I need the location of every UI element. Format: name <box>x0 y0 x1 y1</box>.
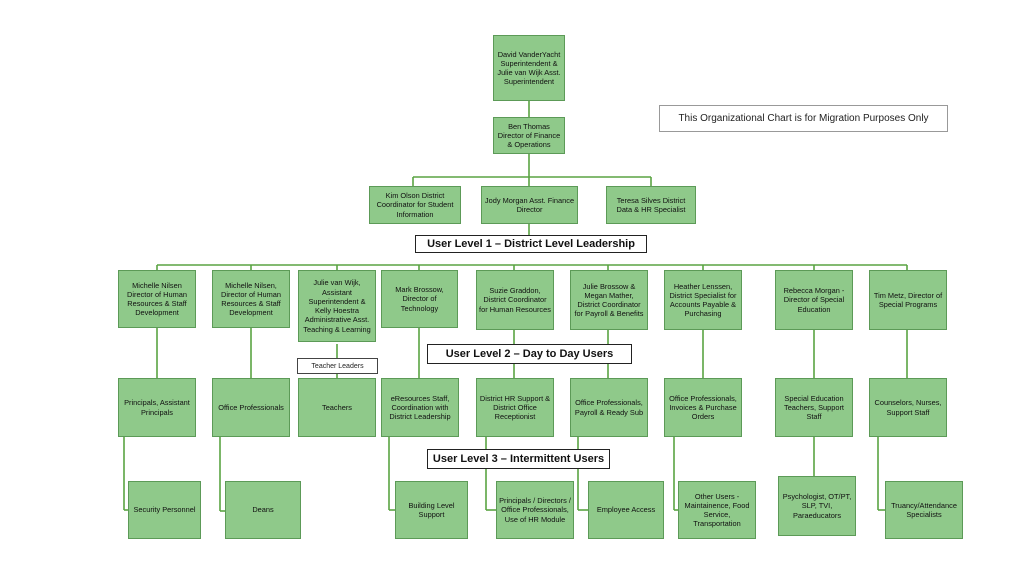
level3-label: User Level 3 – Intermittent Users <box>427 449 610 469</box>
box-michelle-nilsen-1: Michelle Nilsen Director of Human Resour… <box>118 270 196 328</box>
box-special-education-teachers: Special Education Teachers, Support Staf… <box>775 378 853 437</box>
box-hr-support: District HR Support & District Office Re… <box>476 378 554 437</box>
box-teachers: Teachers <box>298 378 376 437</box>
box-tim-metz: Tim Metz, Director of Special Programs <box>869 270 947 330</box>
box-psychologist: Psychologist, OT/PT, SLP, TVI, Paraeduca… <box>778 476 856 536</box>
box-principals-hr-module: Principals / Directors / Office Professi… <box>496 481 574 539</box>
teacher-leaders-label: Teacher Leaders <box>297 358 378 374</box>
box-counselors: Counselors, Nurses, Support Staff <box>869 378 947 437</box>
box-superintendent: David VanderYacht Superintendent & Julie… <box>493 35 565 101</box>
box-principals: Principals, Assistant Principals <box>118 378 196 437</box>
level2-label: User Level 2 – Day to Day Users <box>427 344 632 364</box>
box-rebecca-morgan: Rebecca Morgan - Director of Special Edu… <box>775 270 853 330</box>
box-jody-morgan: Jody Morgan Asst. Finance Director <box>481 186 578 224</box>
box-mark-brossow: Mark Brossow, Director of Technology <box>381 270 458 328</box>
box-building-level-support: Building Level Support <box>395 481 468 539</box>
box-security-personnel: Security Personnel <box>128 481 201 539</box>
box-eresources: eResources Staff, Coordination with Dist… <box>381 378 459 437</box>
box-kim-olson: Kim Olson District Coordinator for Stude… <box>369 186 461 224</box>
migration-note: This Organizational Chart is for Migrati… <box>659 105 948 132</box>
box-teresa-silves: Teresa Silves District Data & HR Special… <box>606 186 696 224</box>
box-truancy-specialists: Truancy/Attendance Specialists <box>885 481 963 539</box>
box-office-professionals-3: Office Professionals, Invoices & Purchas… <box>664 378 742 437</box>
box-employee-access: Employee Access <box>588 481 664 539</box>
box-suzie-graddon: Suzie Graddon, District Coordinator for … <box>476 270 554 330</box>
box-deans: Deans <box>225 481 301 539</box>
box-michelle-nilsen-2: Michelle Nilsen, Director of Human Resou… <box>212 270 290 328</box>
box-other-users: Other Users - Maintainence, Food Service… <box>678 481 756 539</box>
box-julie-kelly: Julie van Wijk, Assistant Superintendent… <box>298 270 376 342</box>
box-office-professionals-1: Office Professionals <box>212 378 290 437</box>
level1-label: User Level 1 – District Level Leadership <box>415 235 647 253</box>
box-julie-brossow: Julie Brossow & Megan Mather, District C… <box>570 270 648 330</box>
box-finance-director: Ben Thomas Director of Finance & Operati… <box>493 117 565 154</box>
box-heather-lenssen: Heather Lenssen, District Specialist for… <box>664 270 742 330</box>
box-office-professionals-2: Office Professionals, Payroll & Ready Su… <box>570 378 648 437</box>
